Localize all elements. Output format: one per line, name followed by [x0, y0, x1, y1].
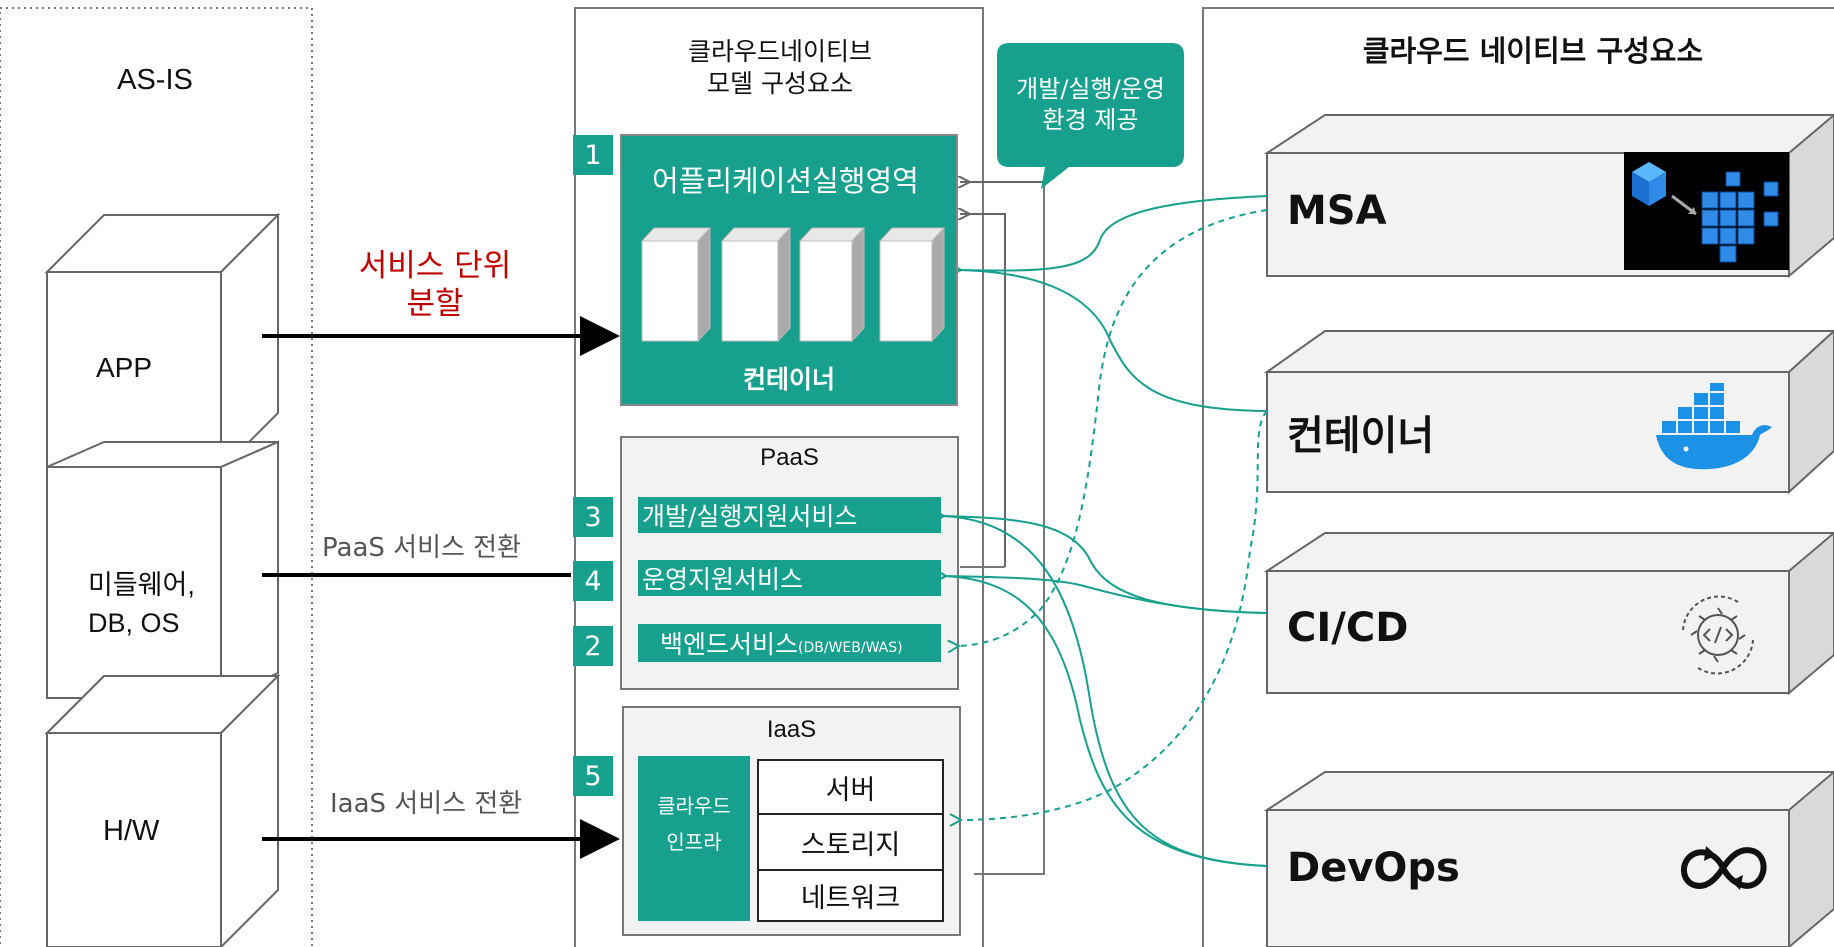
app-execution-area: 어플리케이션실행영역 컨테이너 [620, 134, 958, 406]
devops-label: DevOps [1287, 845, 1460, 891]
middleware-cube [46, 440, 279, 700]
app-area-footer: 컨테이너 [742, 365, 835, 394]
asis-panel [0, 7, 313, 947]
devops-box [1263, 770, 1834, 947]
paas-title: PaaS [760, 444, 819, 471]
backend-service-sub: (DB/WEB/WAS) [798, 640, 903, 656]
container-label: 컨테이너 [1287, 413, 1435, 459]
infra-item-network: 네트워크 [800, 883, 901, 914]
number-badge-4: 4 [573, 561, 613, 601]
cloud-infra-block: 클라우드 인프라 [638, 756, 750, 921]
model-panel [574, 7, 984, 947]
app-area-title: 어플리케이션실행영역 [652, 164, 919, 198]
cicd-box [1263, 531, 1834, 696]
native-title: 클라우드 네이티브 구성요소 [1362, 34, 1704, 68]
gear-code-icon [1668, 590, 1768, 680]
infra-items-table: 서버 스토리지 네트워크 [757, 759, 944, 922]
infinity-loop-icon [1676, 843, 1771, 893]
callout-text: 개발/실행/운영 환경 제공 [1016, 75, 1165, 134]
number-badge-3: 3 [573, 497, 613, 537]
hw-cube [44, 673, 281, 947]
hw-label: H/W [103, 815, 160, 847]
cloud-infra-label: 클라우드 인프라 [657, 793, 731, 854]
cicd-label: CI/CD [1287, 605, 1409, 651]
msa-label: MSA [1287, 188, 1387, 234]
dev-run-support-service: 개발/실행지원서비스 [638, 497, 941, 533]
backend-service-label: 백엔드서비스 [660, 630, 799, 659]
callout-bubble: 개발/실행/운영 환경 제공 [997, 43, 1184, 189]
iaas-transition-label: IaaS 서비스 전환 [330, 789, 523, 819]
middleware-label: 미들웨어, DB, OS [88, 570, 195, 638]
paas-transition-label: PaaS 서비스 전환 [322, 533, 522, 563]
cubes-icon [1624, 152, 1789, 270]
number-badge-5: 5 [573, 756, 613, 796]
docker-whale-icon [1656, 379, 1774, 473]
app-cube [44, 212, 281, 473]
iaas-title: IaaS [766, 716, 817, 743]
app-label: APP [96, 352, 153, 383]
model-title: 클라우드네이티브 모델 구성요소 [687, 37, 872, 98]
infra-item-storage: 스토리지 [759, 815, 942, 871]
backend-service: 백엔드서비스(DB/WEB/WAS) [638, 624, 941, 662]
infra-item-server: 서버 [759, 761, 942, 815]
native-panel [1202, 7, 1834, 947]
asis-title: AS-IS [117, 63, 193, 96]
service-split-label: 서비스 단위 분할 [358, 248, 512, 322]
container-cubes [640, 226, 946, 343]
number-badge-1: 1 [573, 135, 613, 175]
ops-support-service: 운영지원서비스 [638, 560, 941, 596]
number-badge-2: 2 [573, 626, 613, 666]
